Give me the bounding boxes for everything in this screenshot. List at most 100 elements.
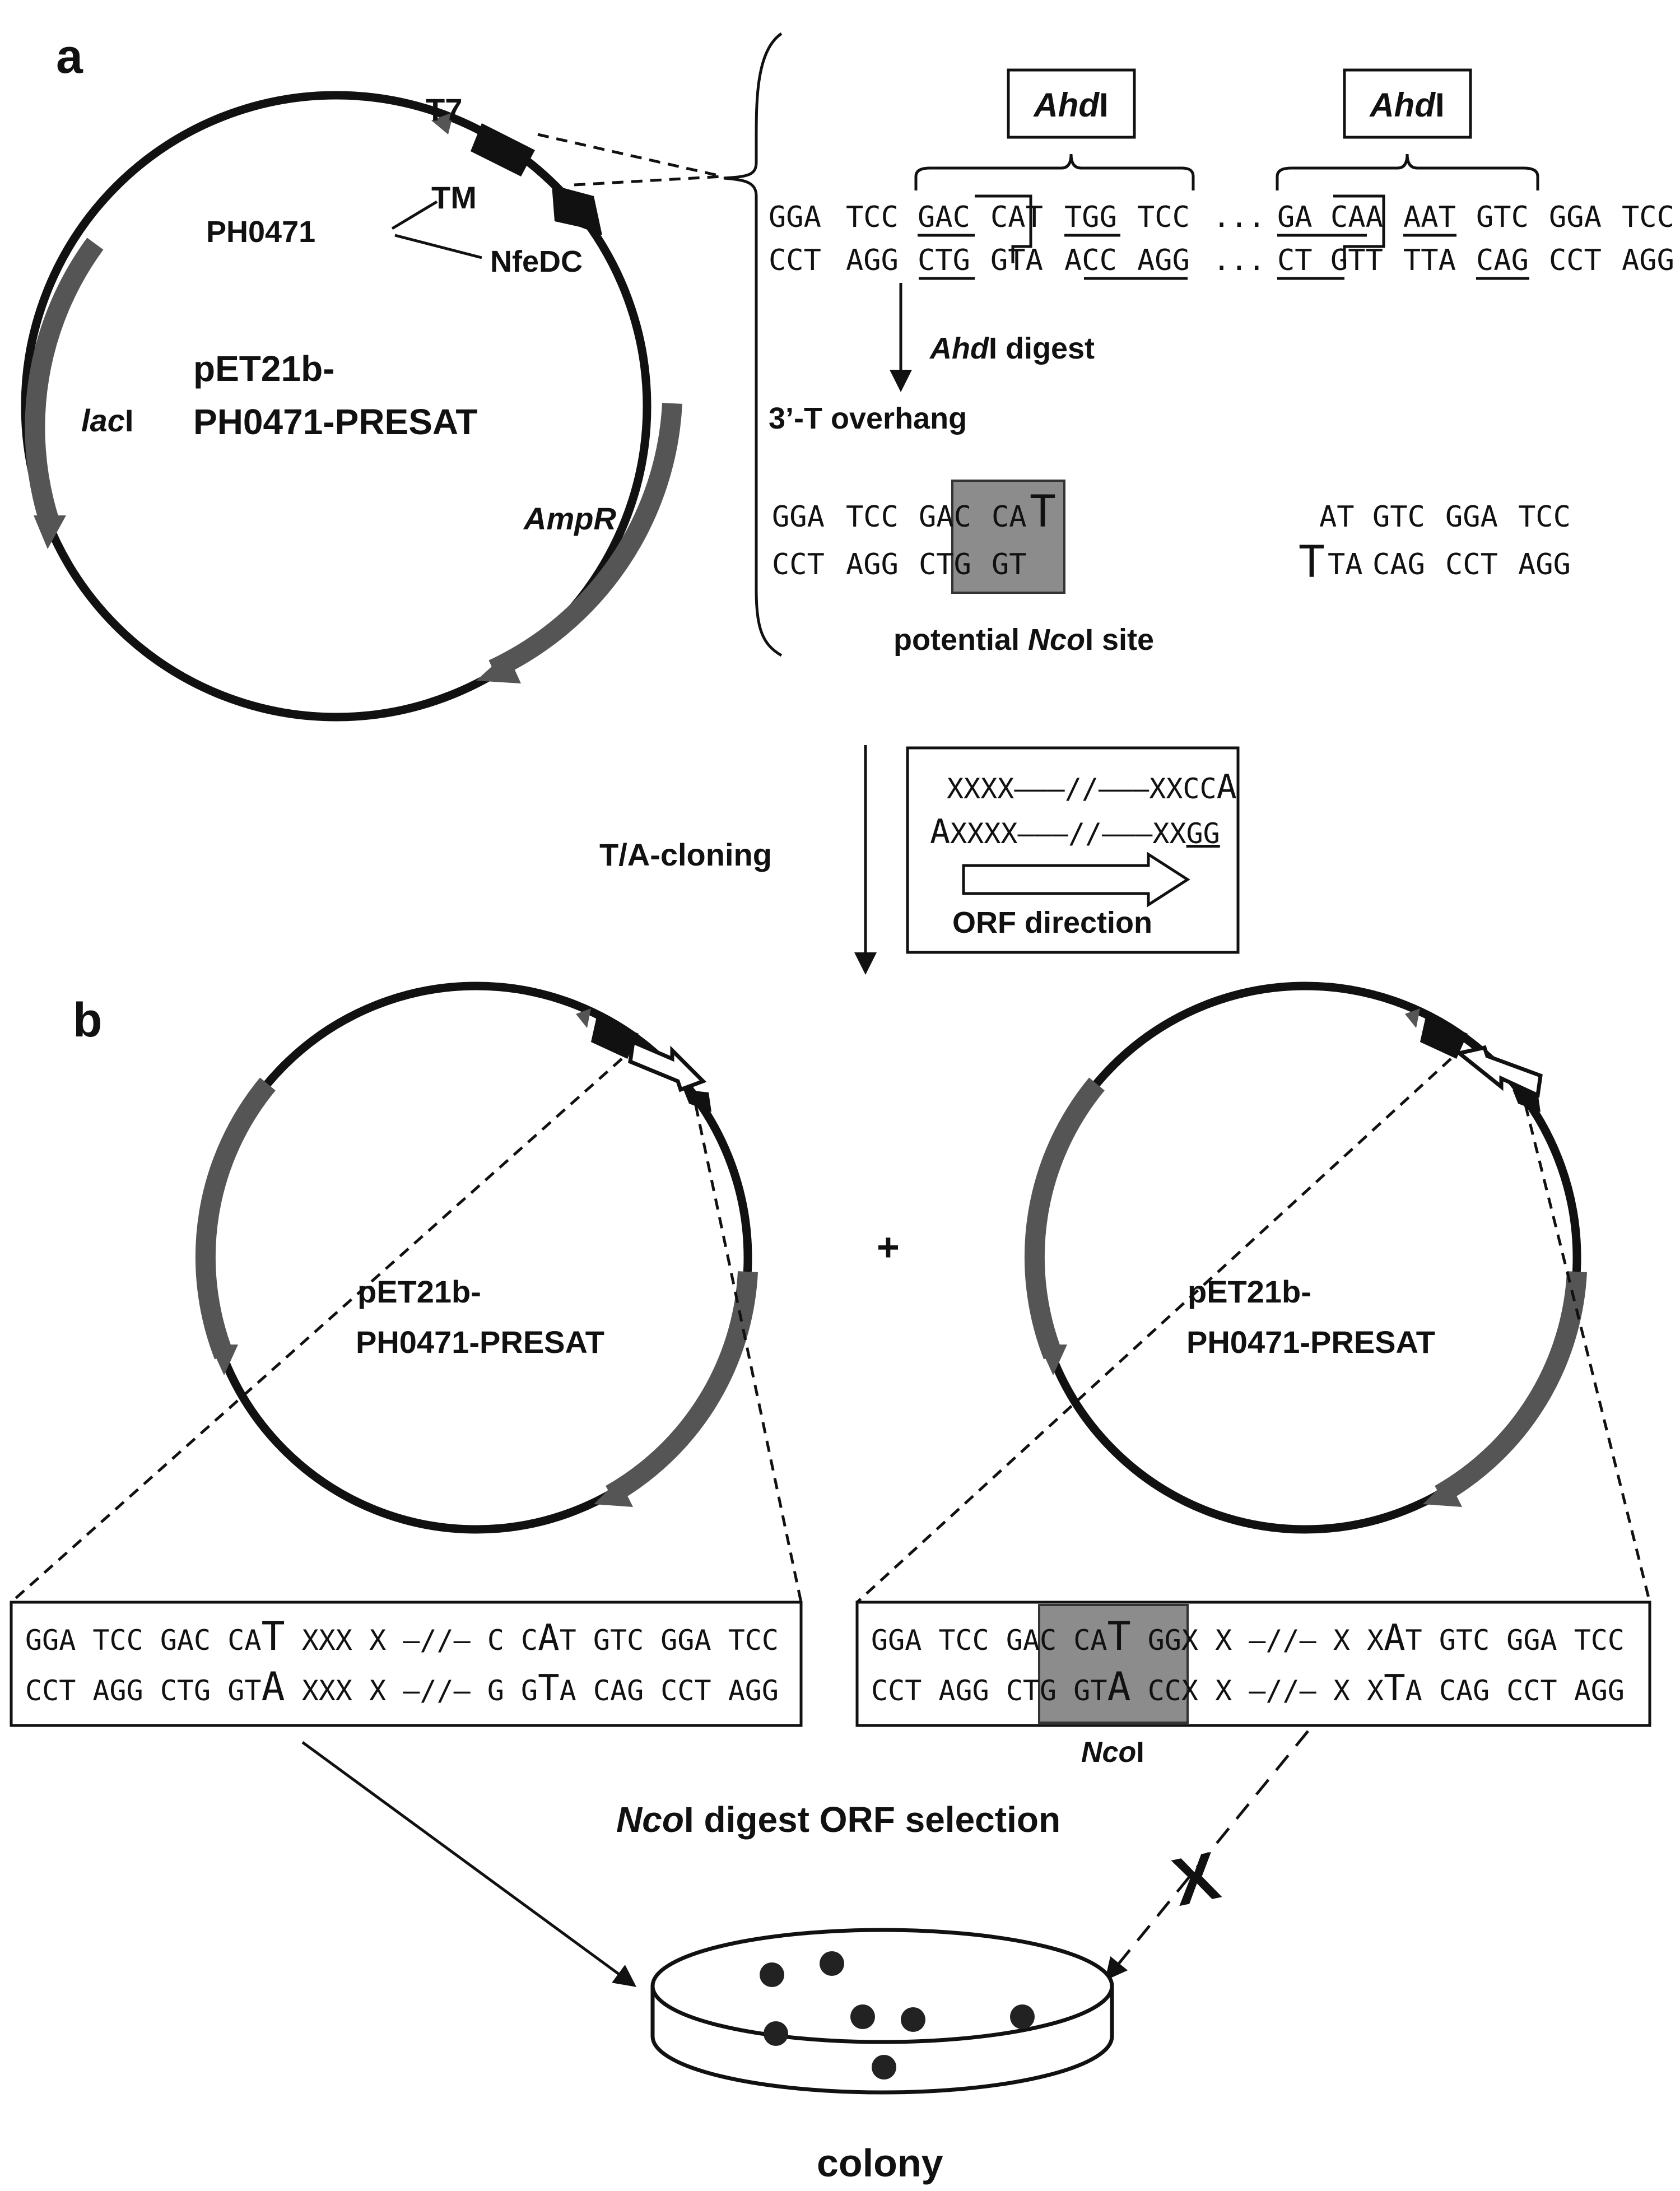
nfedc-label: NfeDC [490, 245, 583, 278]
plasmid-b-right-ampr-arc [1435, 1271, 1587, 1504]
cut-right-l1-2: GGA [1445, 500, 1498, 534]
ncoi-site-shade [1038, 1604, 1189, 1724]
cut-left-l2-1: AGG [846, 548, 899, 582]
ahdi-box-left-label: AhdI [1032, 86, 1108, 124]
ahdi-box-right [1343, 68, 1472, 139]
seq-top-l2-1: AGG [846, 244, 899, 277]
plasmid-b-right-laci-arrowhead [1039, 1345, 1067, 1375]
seq-top-l1-10: GTC [1476, 201, 1529, 234]
ahdi-brace-right [1276, 153, 1539, 190]
plasmid-b-left-t7-marker [576, 1008, 591, 1028]
plasmid-b-left-insert-arrow [628, 1039, 707, 1092]
laci-arrowhead [34, 515, 66, 549]
potential-ncoi-shade [951, 480, 1065, 594]
cut-left-l1-3: CA [992, 500, 1027, 534]
ta-cloning-label: T/A-cloning [599, 837, 772, 872]
petri-dish-rim [650, 1928, 1114, 2044]
seq-top-l2-5: AGG [1137, 244, 1190, 277]
cut-right-l2-1: TA [1328, 548, 1363, 582]
big-curly-brace [723, 32, 783, 657]
overhang-label: 3’-T overhang [769, 402, 967, 435]
insert-box [906, 746, 1240, 954]
plasmid-a: T7 TM PH0471 NfeDC lacI pET21b- PH0471-P… [21, 91, 682, 722]
cut-right-l1-1: GTC [1372, 500, 1425, 534]
right-seq-line1: GGA TCC GAC CAT GGX X –//– X XAT GTC GGA… [871, 1613, 1625, 1659]
ampr-label: AmpR [523, 501, 616, 536]
rejected-x-mark: X [1166, 1838, 1226, 1920]
colony-dot [820, 1951, 844, 1976]
seq-top-l1-12: TCC [1622, 201, 1674, 234]
tm-nfedc-connector [391, 200, 482, 259]
colony-label: colony [817, 2141, 943, 2185]
cut-right-l2-4: AGG [1518, 548, 1571, 582]
laci-gene-arc [25, 238, 104, 524]
seq-top-l2-2: CTG [918, 244, 970, 277]
seq-top-l1-0: GGA [769, 201, 821, 234]
plasmid-b-left-laci-arc [195, 1077, 276, 1360]
seq-top-l2-9: TTA [1403, 244, 1456, 277]
t7-promoter-marker [431, 112, 454, 134]
right-sequence-box [855, 1601, 1651, 1727]
seq-top-l1-2: GAC [918, 201, 970, 234]
ph0471-label: PH0471 [206, 215, 315, 249]
seq-top-l2-12: AGG [1622, 244, 1674, 277]
tm-label: TM [431, 180, 477, 215]
seq-top-l1-11: GGA [1549, 201, 1602, 234]
plasmid-b-right-t7-marker [1405, 1008, 1420, 1028]
cut-left-l2-2: CTG [919, 548, 971, 582]
zoom-line-a-bottom [574, 175, 723, 187]
cut-right-l2-2: CAG [1372, 548, 1425, 582]
colony-dot [901, 2007, 925, 2032]
ampr-arrowhead [476, 653, 521, 683]
plasmid-b-left-tm-block [591, 1017, 639, 1059]
seq-top-l2-10: CAG [1476, 244, 1529, 277]
zoom-line-b-right-1 [856, 1058, 1452, 1603]
seq-top-l1-9: AAT [1403, 201, 1456, 234]
seq-top-l2-11: CCT [1549, 244, 1602, 277]
right-seq-line2: CCT AGG CTG GTA CCX X –//– X XTA CAG CCT… [871, 1664, 1625, 1710]
selection-arrow-success [301, 1741, 637, 1987]
ahdi-box-left [1007, 68, 1136, 139]
cut-right-l1-0: AT [1319, 500, 1355, 534]
ncoi-label: NcoI [1081, 1736, 1144, 1769]
plasmid-b-left-name-line2: PH0471-PRESAT [356, 1324, 604, 1360]
sequence-underlines [918, 234, 1529, 280]
cut-right-l2-overhang: T [1299, 537, 1325, 588]
plasmid-b-right-name-line2: PH0471-PRESAT [1186, 1324, 1435, 1360]
nfedc-arrow [552, 185, 602, 235]
colony-dot [764, 2021, 788, 2046]
cut-left-l2-0: CCT [772, 548, 825, 582]
plus-sign: + [877, 1225, 900, 1269]
orf-direction-arrow [962, 852, 1190, 908]
cut-left-l2-3: GT [992, 548, 1027, 582]
orf-direction-label: ORF direction [952, 906, 1152, 939]
seq-top-l2-3: GTA [990, 244, 1043, 277]
plasmid-b-right-ampr-arrowhead [1423, 1479, 1462, 1507]
panel-b-letter: b [73, 993, 103, 1047]
plasmid-b-left-ampr-arrowhead [594, 1479, 633, 1507]
panel-a-letter: a [56, 30, 83, 83]
plasmid-b-right-insert-arrow-reversed [1455, 1045, 1543, 1099]
cut-left-l1-1: TCC [846, 500, 899, 534]
insert-line2: AXXXX–––//–––XXGG [930, 812, 1220, 852]
ahdi-box-right-label: AhdI [1369, 86, 1444, 124]
seq-top-l2-8: GTT [1330, 244, 1383, 277]
seq-top-l1-3: CAT [990, 201, 1043, 234]
seq-top-l1-4: TGG [1064, 201, 1117, 234]
plasmid-b-left-ampr-arc [606, 1271, 758, 1504]
cut-left-l1-overhang: T [1030, 487, 1056, 537]
cut-left-sequence: GGA TCC GAC CA T CCT AGG CTG GT [772, 487, 1056, 582]
cut-left-l1-0: GGA [772, 500, 825, 534]
seq-top-l1-6: ... [1213, 201, 1265, 234]
plasmid-b-right-laci-arc [1024, 1077, 1105, 1360]
laci-label: lacI [81, 403, 133, 438]
cut-right-l2-3: CCT [1445, 548, 1498, 582]
petri-dish [650, 1928, 1114, 2095]
cut-left-l1-2: GAC [919, 500, 971, 534]
ahdi-cut-marks [975, 194, 1385, 263]
seq-top-l2-0: CCT [769, 244, 821, 277]
seq-top-l2-7: CT [1277, 244, 1313, 277]
left-seq-line1: GGA TCC GAC CAT XXX X –//– C CAT GTC GGA… [25, 1613, 779, 1659]
plasmid-b-right: pET21b- PH0471-PRESAT [1024, 981, 1587, 1534]
digest-label: AhdI digest [929, 332, 1095, 365]
